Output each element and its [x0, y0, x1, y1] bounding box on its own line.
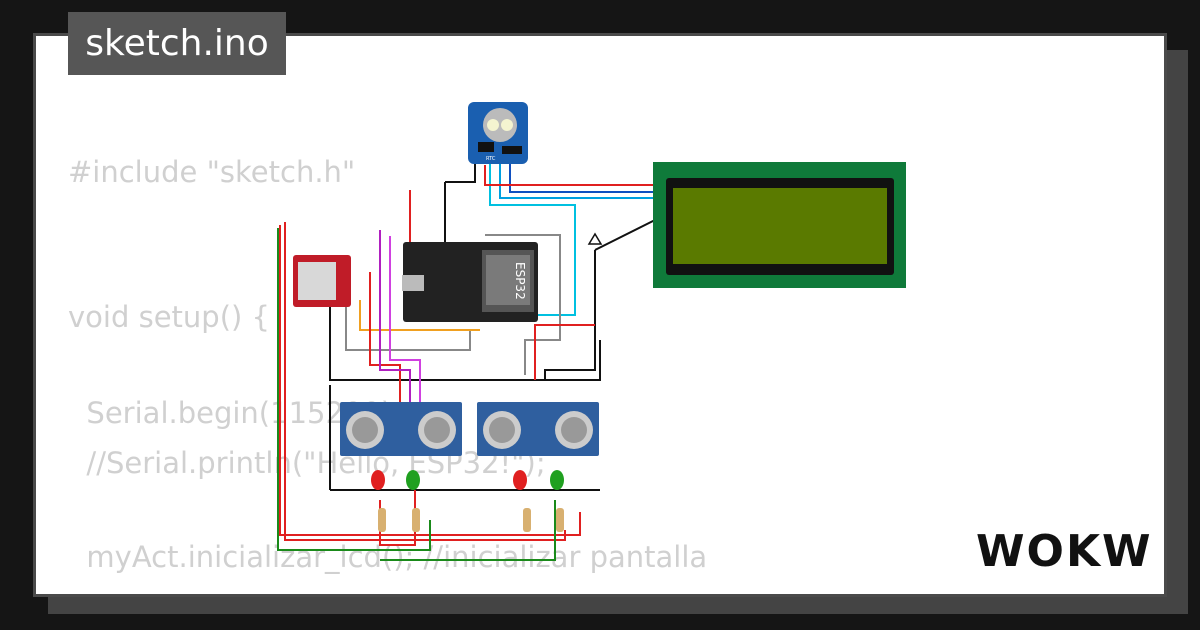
ground-symbol: [587, 232, 603, 245]
window-title-tab: sketch.ino: [68, 12, 286, 75]
code-line: myAct.inicializar_lcd(); //inicializar p…: [68, 540, 708, 574]
code-line: void setup() {: [68, 300, 270, 334]
code-line: #include "sketch.h": [68, 155, 356, 189]
rtc-module: RTC: [468, 102, 528, 164]
ultrasonic-sensor-left: [340, 402, 462, 456]
ultrasonic-sensor-right: [477, 402, 599, 456]
lcd-display: [653, 162, 906, 288]
esp32-label: ESP32: [513, 262, 527, 300]
leds: [371, 470, 564, 490]
resistors: [378, 508, 564, 532]
rtc-label: RTC: [486, 156, 496, 162]
sd-card-module: [293, 255, 351, 307]
preview-card: [33, 33, 1167, 597]
esp32-board: ESP32: [402, 242, 538, 322]
wokwi-logo-text: WOKWI: [976, 526, 1152, 577]
wokwi-logo: WOKWI: [976, 526, 1152, 577]
